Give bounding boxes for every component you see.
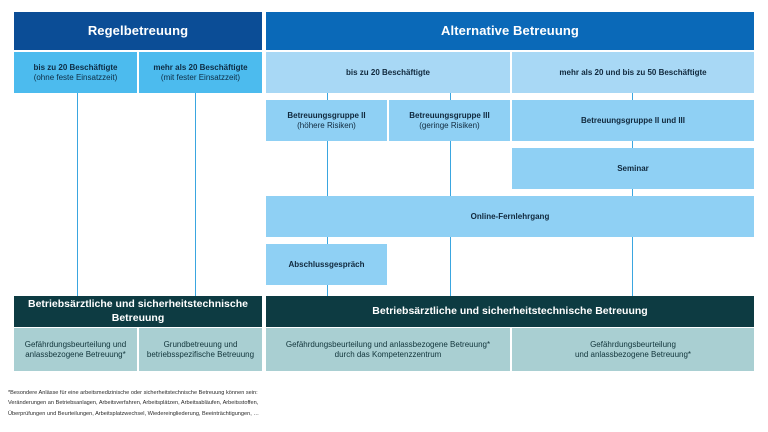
left-sub-mehr-20-line1: mehr als 20 Beschäftigte [153, 62, 248, 72]
right-footer-cell-b-line2: und anlassbezogene Betreuung* [574, 349, 692, 359]
right-sub-mehr-20-bis-50-label: mehr als 20 und bis zu 50 Beschäftigte [559, 67, 707, 77]
right-betreuungsgruppe-iii-text: Betreuungsgruppe III (geringe Risiken) [405, 111, 493, 131]
left-footer-cell-a-line2: anlassbezogene Betreuung* [25, 349, 126, 359]
right-footer-header: Betriebsärztliche und sicherheitstechnis… [266, 296, 754, 327]
right-abschlussgespraech-label: Abschlussgespräch [288, 259, 365, 269]
left-footer-cell-a-line1: Gefährdungsbeurteilung und [24, 339, 127, 349]
left-footer-cell-a: Gefährdungsbeurteilung und anlassbezogen… [14, 328, 137, 371]
right-sub-bis-20-label: bis zu 20 Beschäftigte [345, 67, 431, 77]
left-sub-bis-20-text: bis zu 20 Beschäftigte (ohne feste Einsa… [29, 63, 121, 83]
right-sub-bis-20: bis zu 20 Beschäftigte [266, 52, 510, 93]
right-betreuungsgruppe-ii-line2: (höhere Risiken) [297, 120, 356, 130]
right-footer-cell-a-line2: durch das Kompetenzzentrum [334, 349, 442, 359]
right-betreuungsgruppe-iii-line1: Betreuungsgruppe III [409, 110, 490, 120]
right-footer-header-label: Betriebsärztliche und sicherheitstechnis… [372, 304, 648, 317]
left-sub-bis-20-line2: (ohne feste Einsatzzeit) [33, 72, 118, 82]
right-seminar: Seminar [512, 148, 754, 189]
header-alternative-betreuung: Alternative Betreuung [266, 12, 754, 50]
right-betreuungsgruppe-iii-line2: (geringe Risiken) [419, 120, 480, 130]
right-seminar-label: Seminar [617, 163, 649, 173]
right-betreuungsgruppe-ii: Betreuungsgruppe II (höhere Risiken) [266, 100, 387, 141]
right-online-fernlehrgang-label: Online-Fernlehrgang [470, 211, 550, 221]
right-footer-cell-b-text: Gefährdungsbeurteilung und anlassbezogen… [571, 340, 695, 360]
left-sub-mehr-20: mehr als 20 Beschäftigte (mit fester Ein… [139, 52, 262, 93]
connector-line-right-c [632, 93, 633, 298]
left-footer-cell-a-text: Gefährdungsbeurteilung und anlassbezogen… [21, 340, 130, 360]
header-regelbetreuung: Regelbetreuung [14, 12, 262, 50]
right-footer-cell-a-text: Gefährdungsbeurteilung und anlassbezogen… [282, 340, 494, 360]
right-sub-mehr-20-bis-50: mehr als 20 und bis zu 50 Beschäftigte [512, 52, 754, 93]
left-footer-header: Betriebsärztliche und sicherheitstechnis… [14, 296, 262, 327]
right-abschlussgespraech: Abschlussgespräch [266, 244, 387, 285]
left-footer-cell-b-line2: betriebsspezifische Betreuung [146, 349, 255, 359]
connector-line-left-b [195, 93, 196, 298]
left-sub-bis-20: bis zu 20 Beschäftigte (ohne feste Einsa… [14, 52, 137, 93]
left-footer-cell-b: Grundbetreuung und betriebsspezifische B… [139, 328, 262, 371]
right-betreuungsgruppe-ii-text: Betreuungsgruppe II (höhere Risiken) [283, 111, 369, 131]
connector-line-right-a [327, 93, 328, 298]
left-footer-cell-b-text: Grundbetreuung und betriebsspezifische B… [143, 340, 258, 360]
header-alternative-betreuung-label: Alternative Betreuung [441, 22, 579, 38]
footnote-text: *Besondere Anlässe für eine arbeitsmediz… [8, 390, 259, 417]
right-betreuungsgruppe-ii-line1: Betreuungsgruppe II [287, 110, 366, 120]
header-regelbetreuung-label: Regelbetreuung [87, 22, 189, 38]
right-betreuungsgruppe-ii-und-iii: Betreuungsgruppe II und III [512, 100, 754, 141]
left-footer-header-label: Betriebsärztliche und sicherheitstechnis… [28, 298, 248, 324]
right-betreuungsgruppe-ii-und-iii-label: Betreuungsgruppe II und III [581, 115, 685, 125]
right-footer-cell-b-line1: Gefährdungsbeurteilung [590, 339, 676, 349]
right-footer-cell-a-line1: Gefährdungsbeurteilung und anlassbezogen… [285, 339, 491, 349]
left-sub-mehr-20-line2: (mit fester Einsatzzeit) [160, 72, 241, 82]
right-footer-cell-b: Gefährdungsbeurteilung und anlassbezogen… [512, 328, 754, 371]
connector-line-right-b [450, 93, 451, 298]
right-footer-cell-a: Gefährdungsbeurteilung und anlassbezogen… [266, 328, 510, 371]
right-betreuungsgruppe-iii: Betreuungsgruppe III (geringe Risiken) [389, 100, 510, 141]
left-footer-cell-b-line1: Grundbetreuung und [163, 339, 238, 349]
left-sub-bis-20-line1: bis zu 20 Beschäftigte [33, 62, 118, 72]
left-sub-mehr-20-text: mehr als 20 Beschäftigte (mit fester Ein… [149, 63, 251, 83]
connector-line-left-a [77, 93, 78, 298]
right-online-fernlehrgang: Online-Fernlehrgang [266, 196, 754, 237]
